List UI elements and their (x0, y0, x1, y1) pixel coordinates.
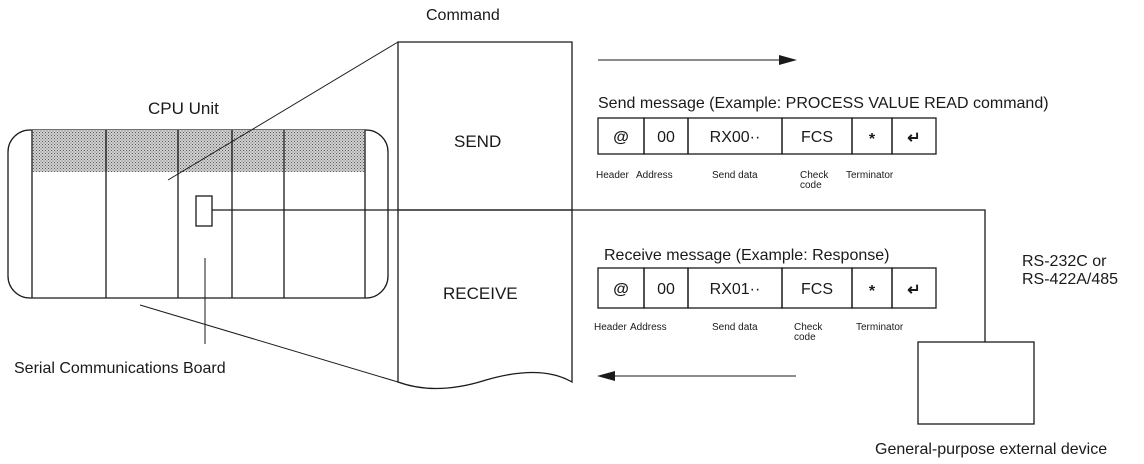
enter-icon: ↵ (907, 282, 920, 299)
cell-text: 00 (657, 281, 675, 298)
cpu-unit (7, 129, 389, 299)
send-message: Send message (Example: PROCESS VALUE REA… (596, 95, 1049, 191)
cell-text: * (869, 283, 876, 300)
send-message-title: Send message (Example: PROCESS VALUE REA… (598, 95, 1049, 112)
caption-terminator: Terminator (846, 170, 894, 181)
cell-text: @ (613, 129, 629, 146)
rs-cable (212, 209, 986, 342)
serial-port (195, 195, 213, 227)
projection-line (167, 41, 399, 181)
serial-board-label: Serial Communications Board (14, 360, 226, 377)
command-strip (397, 41, 573, 390)
cell-text: @ (613, 281, 629, 298)
caption-header: Header (594, 322, 627, 333)
receive-message-title: Receive message (Example: Response) (604, 247, 889, 264)
caption-address: Address (630, 322, 667, 333)
cell-text: RX01·· (710, 281, 761, 298)
receive-frame: @ 00 RX01·· FCS * ↵ (597, 267, 937, 309)
enter-cell (891, 117, 937, 155)
projection-line (139, 304, 399, 383)
cpu-unit-top-bar (32, 130, 365, 172)
caption-data: Send data (712, 170, 758, 181)
enter-icon: ↵ (907, 130, 920, 147)
caption-header: Header (596, 170, 629, 181)
enter-cell (891, 267, 937, 309)
receive-direction-arrow (597, 371, 796, 381)
external-device (917, 341, 1035, 425)
rs-label-line2: RS-422A/485 (1022, 271, 1118, 288)
rs-label-line1: RS-232C or (1022, 253, 1107, 270)
send-label: SEND (454, 132, 501, 151)
caption-check: Check (800, 170, 829, 181)
cell-text: RX00·· (710, 129, 761, 146)
caption-data: Send data (712, 322, 758, 333)
receive-message: Receive message (Example: Response) @ 00… (594, 247, 937, 343)
command-label: Command (426, 7, 500, 24)
send-frame: @ 00 RX00·· FCS * ↵ (597, 117, 937, 155)
cell-text: * (869, 131, 876, 148)
caption-terminator: Terminator (856, 322, 904, 333)
cell-text: FCS (801, 281, 833, 298)
caption-check-code: code (800, 180, 822, 191)
caption-check: Check (794, 322, 823, 333)
external-device-label: General-purpose external device (875, 441, 1107, 458)
cpu-unit-label: CPU Unit (148, 99, 219, 118)
cell-text: 00 (657, 129, 675, 146)
caption-check-code: code (794, 332, 816, 343)
caption-address: Address (636, 170, 673, 181)
receive-label: RECEIVE (443, 284, 518, 303)
send-direction-arrow (598, 55, 797, 65)
cell-text: FCS (801, 129, 833, 146)
